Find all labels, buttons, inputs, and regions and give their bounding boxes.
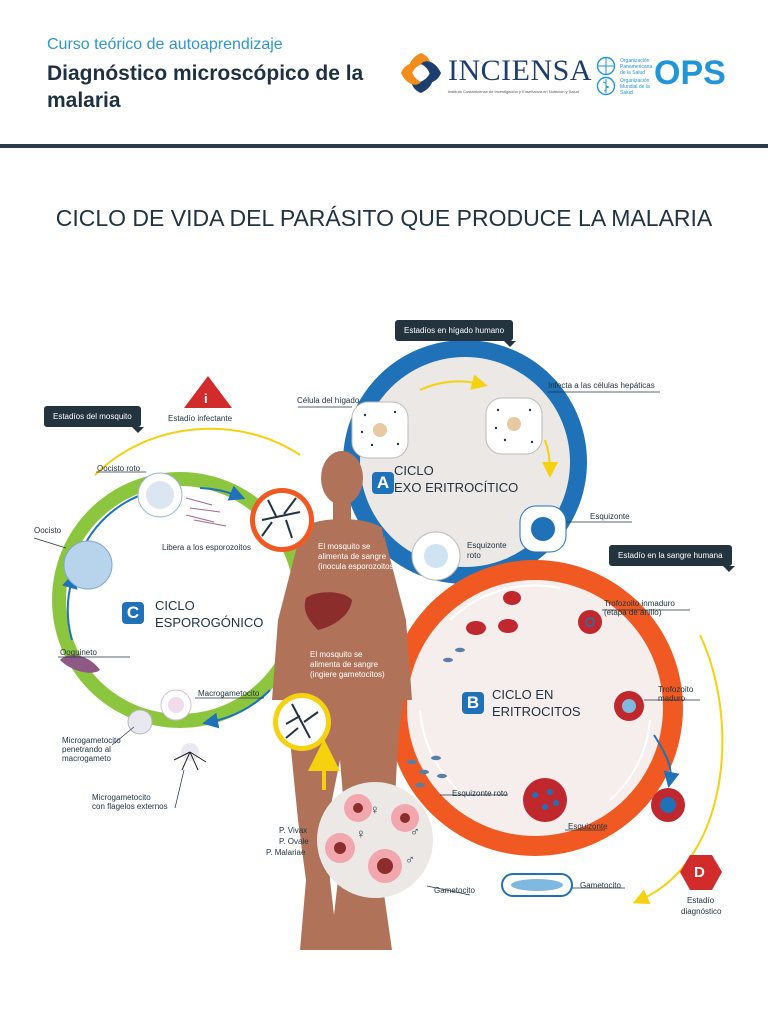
label-esquizonte-a: Esquizonte (590, 512, 630, 521)
inciensa-wordmark: INCIENSA (448, 54, 592, 87)
female-symbol-1: ♀ (370, 802, 380, 817)
diagnostic-stage-badge (680, 855, 722, 890)
inciensa-emblem-icon (401, 53, 441, 93)
species-malariae: P. Malariae (266, 848, 306, 857)
infective-stage-badge (184, 376, 232, 408)
header-divider (0, 144, 768, 148)
label-esquizonte-roto-b: Esquizonte roto (452, 789, 508, 798)
male-symbol-1: ♂ (410, 824, 420, 839)
infective-symbol: i (204, 391, 208, 406)
label-mosquito-inocula-2: alimenta de sangre (318, 552, 387, 561)
ruptured-schizont-cell (411, 531, 461, 581)
cycle-c-letter: C (122, 602, 144, 624)
who-name: Organización Mundial de la Salud (620, 78, 650, 96)
ops-wordmark: OPS (654, 54, 726, 92)
sporozoites (185, 497, 227, 527)
schizont-cell (519, 505, 567, 553)
microgametocyte-penetrating (127, 709, 153, 735)
callout-blood-stage: Estadío en la sangre humana (609, 545, 735, 572)
female-symbol-2: ♀ (356, 826, 366, 841)
cycle-c-line2: ESPOROGÓNICO (155, 615, 264, 630)
merozoites (407, 647, 465, 788)
cycle-b-letter: B (462, 692, 484, 714)
course-title: Diagnóstico microscópico de la malaria (47, 62, 364, 112)
label-trofozoito-maduro-2: maduro (658, 694, 686, 703)
callout-mosquito-stages: Estadíos del mosquito (44, 406, 144, 433)
label-microgametocito-fla-1: Microgametocito (92, 793, 151, 802)
label-trofozoito-inmaduro-1: Trofozoito inmaduro (604, 599, 675, 608)
male-symbol-2: ♂ (405, 852, 415, 867)
cycle-a-line2: EXO ERITROCÍTICO (394, 480, 519, 495)
species-vivax: P. Vivax (279, 826, 308, 835)
label-mosquito-inocula-1: El mosquito se (318, 542, 371, 551)
label-mosquito-inocula-3: (inocula esporozoitos) (318, 562, 397, 571)
label-mosquito-ingiere-3: (ingiere gametocitos) (310, 670, 385, 679)
cycle-b-line1: CICLO EN (492, 687, 554, 702)
gametocyte-banana (501, 873, 573, 897)
label-gametocito-left: Gametocito (434, 886, 475, 895)
oocyst (63, 540, 113, 590)
mosquito-icon (261, 497, 301, 539)
label-infecta-hepaticas: Infecta a las células hepáticas (548, 381, 655, 390)
liver-cell-1 (351, 401, 409, 459)
callout-liver-stages: Estadíos en hígado humano (395, 320, 517, 347)
inciensa-logo: INCIENSA Instituto Costarricense de Inve… (398, 48, 592, 98)
diagnostic-stage-label-1: Estadío (687, 896, 715, 905)
ookinete (60, 655, 100, 673)
label-celula-higado: Célula del hígado (297, 396, 360, 405)
diagnostic-stage-label-2: diagnóstico (681, 907, 722, 916)
label-esquizonte-b: Esquizonte (568, 822, 608, 831)
label-oocisto: Oocisto (34, 526, 62, 535)
mosquito-feeding-icon (285, 703, 319, 739)
label-macrogametocito: Macrogametocito (198, 689, 260, 698)
label-microgametocito-fla-2: con flagelos externos (92, 802, 168, 811)
cycle-a-letter: A (372, 472, 394, 494)
diagnostic-symbol: D (694, 864, 705, 881)
inciensa-tagline: Instituto Costarricense de Investigación… (448, 89, 579, 94)
who-emblem-icon (596, 76, 616, 96)
paho-name: Organización Panamericana de la Salud (620, 58, 653, 76)
cycle-b-line2: ERITROCITOS (492, 704, 581, 719)
label-gametocito-right: Gametocito (580, 881, 621, 890)
label-mosquito-ingiere-2: alimenta de sangre (310, 660, 379, 669)
label-esquizonte-roto-a-2: roto (467, 551, 481, 560)
label-microgametocito-pen-2: penetrando al (62, 745, 111, 754)
ruptured-oocyst (137, 472, 183, 518)
label-trofozoito-maduro-1: Trofozoito (658, 685, 694, 694)
label-trofozoito-inmaduro-2: (etapa de anillo) (604, 608, 662, 617)
paho-emblem-icon (596, 56, 616, 76)
course-subtitle: Curso teórico de autoaprendizaje (47, 36, 283, 53)
infective-stage-label: Estadío infectante (168, 414, 233, 423)
microgametocyte-flagella (173, 743, 207, 771)
label-libera-esporozoitos: Libera a los esporozoitos (162, 543, 251, 552)
page-title: CICLO DE VIDA DEL PARÁSITO QUE PRODUCE L… (55, 205, 713, 231)
label-microgametocito-pen-3: macrogameto (62, 754, 111, 763)
label-oocisto-roto: Oocisto roto (97, 464, 141, 473)
macrogametocyte (160, 689, 192, 721)
liver-cell-2 (485, 397, 543, 455)
blood-stage-arrow (632, 634, 724, 905)
species-ovale: P. Ovale (279, 837, 309, 846)
cycle-a-line1: CICLO (394, 463, 434, 478)
cycle-c-line1: CICLO (155, 598, 195, 613)
ops-logo: Organización Panamericana de la Salud Or… (596, 52, 756, 96)
label-mosquito-ingiere-1: El mosquito se (310, 650, 363, 659)
label-microgametocito-pen-1: Microgametocito (62, 736, 121, 745)
liver-icon (304, 592, 352, 630)
infection-arrow (94, 427, 301, 476)
label-esquizonte-roto-a-1: Esquizonte (467, 541, 507, 550)
label-ooquineto: Ooquineto (60, 648, 97, 657)
